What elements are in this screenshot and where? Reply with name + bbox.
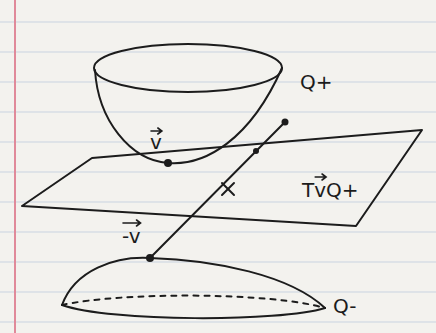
vector-label: v [150,132,162,152]
point-minus-v [146,254,154,262]
intersection-point [282,119,289,126]
vector-label: -v [122,226,141,246]
plane-outline [20,118,424,230]
plane-point [253,148,259,154]
sheet-label: Q+ [300,72,333,92]
lower-rim-back [62,296,325,308]
upper-rim [94,44,282,92]
lower-dome [62,258,325,308]
origin-cross [222,183,234,195]
lower-rim-front [62,305,325,318]
plane-label: TvQ+ [302,180,359,200]
point-v [164,159,172,167]
sheet-label: Q- [333,296,357,316]
paper-rules [0,22,436,322]
margin-line [14,0,16,333]
tangent-plane: TvQ+ [20,118,424,230]
